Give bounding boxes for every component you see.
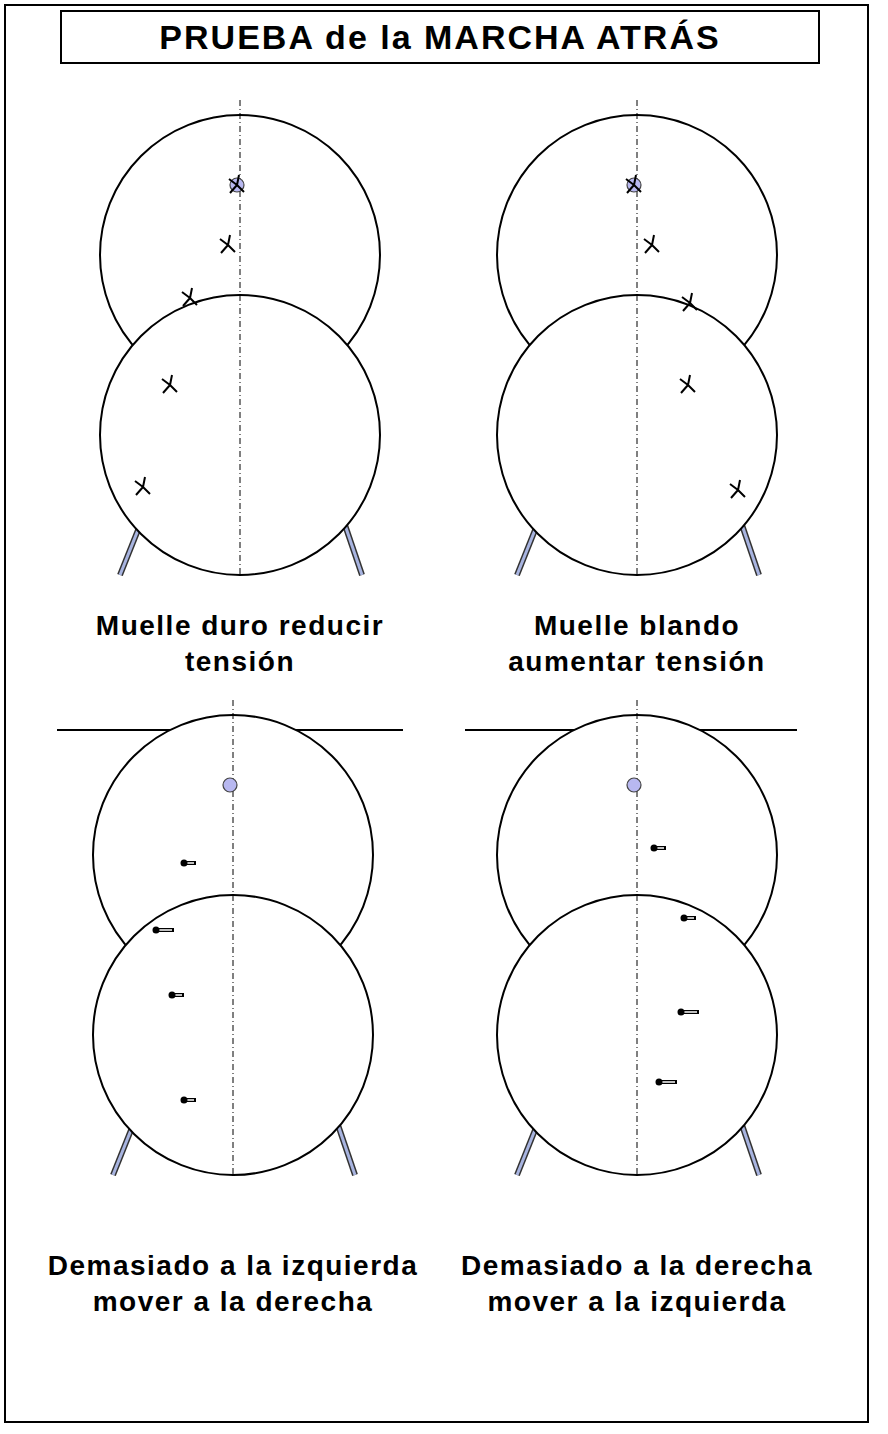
center-line xyxy=(240,100,241,577)
stand-leg xyxy=(120,525,140,575)
arrow-mark xyxy=(181,860,188,867)
arrow-mark xyxy=(656,1079,663,1086)
stand-leg xyxy=(345,525,362,575)
stand-leg xyxy=(742,1125,759,1175)
aim-point xyxy=(627,778,641,792)
stand-leg xyxy=(517,1125,537,1175)
caption-label: Muelle blando aumentar tensión xyxy=(487,608,787,681)
arrow-mark xyxy=(683,1011,697,1013)
stand-leg xyxy=(113,1125,133,1175)
stand-leg xyxy=(120,525,140,575)
arrow-mark xyxy=(682,293,697,311)
aim-point xyxy=(223,778,237,792)
caption-label: Demasiado a la izquierda mover a la dere… xyxy=(43,1248,423,1321)
stand-leg xyxy=(338,1125,355,1175)
arrow-mark xyxy=(626,175,641,193)
caption-label: Muelle duro reducir tensión xyxy=(90,608,390,681)
center-line xyxy=(233,700,234,1177)
center-line xyxy=(637,700,638,1177)
arrow-mark xyxy=(169,992,176,999)
arrow-mark xyxy=(181,1097,188,1104)
stand-leg xyxy=(742,1125,759,1175)
arrow-mark xyxy=(661,1081,675,1083)
stand-leg xyxy=(742,525,759,575)
stand-leg xyxy=(517,525,537,575)
arrow-mark xyxy=(681,915,688,922)
title-box: PRUEBA de la MARCHA ATRÁS xyxy=(60,10,820,64)
arrow-mark xyxy=(651,845,658,852)
arrow-mark xyxy=(135,477,150,495)
arrow-mark xyxy=(153,927,160,934)
stand-leg xyxy=(345,525,362,575)
caption-label: Demasiado a la derecha mover a la izquie… xyxy=(447,1248,827,1321)
title-text: PRUEBA de la MARCHA ATRÁS xyxy=(159,18,720,57)
arrow-mark xyxy=(158,929,172,931)
arrow-mark xyxy=(644,235,659,253)
center-line xyxy=(637,100,638,577)
arrow-mark xyxy=(220,235,235,253)
arrow-mark xyxy=(678,1009,685,1016)
stand-leg xyxy=(517,525,537,575)
arrow-mark xyxy=(162,375,177,393)
arrow-mark xyxy=(229,175,244,193)
arrow-mark xyxy=(730,480,745,498)
page-frame xyxy=(5,5,868,1422)
stand-leg xyxy=(517,1125,537,1175)
arrow-mark xyxy=(182,288,197,306)
stand-leg xyxy=(338,1125,355,1175)
stand-leg xyxy=(742,525,759,575)
arrow-mark xyxy=(680,375,695,393)
stand-leg xyxy=(113,1125,133,1175)
